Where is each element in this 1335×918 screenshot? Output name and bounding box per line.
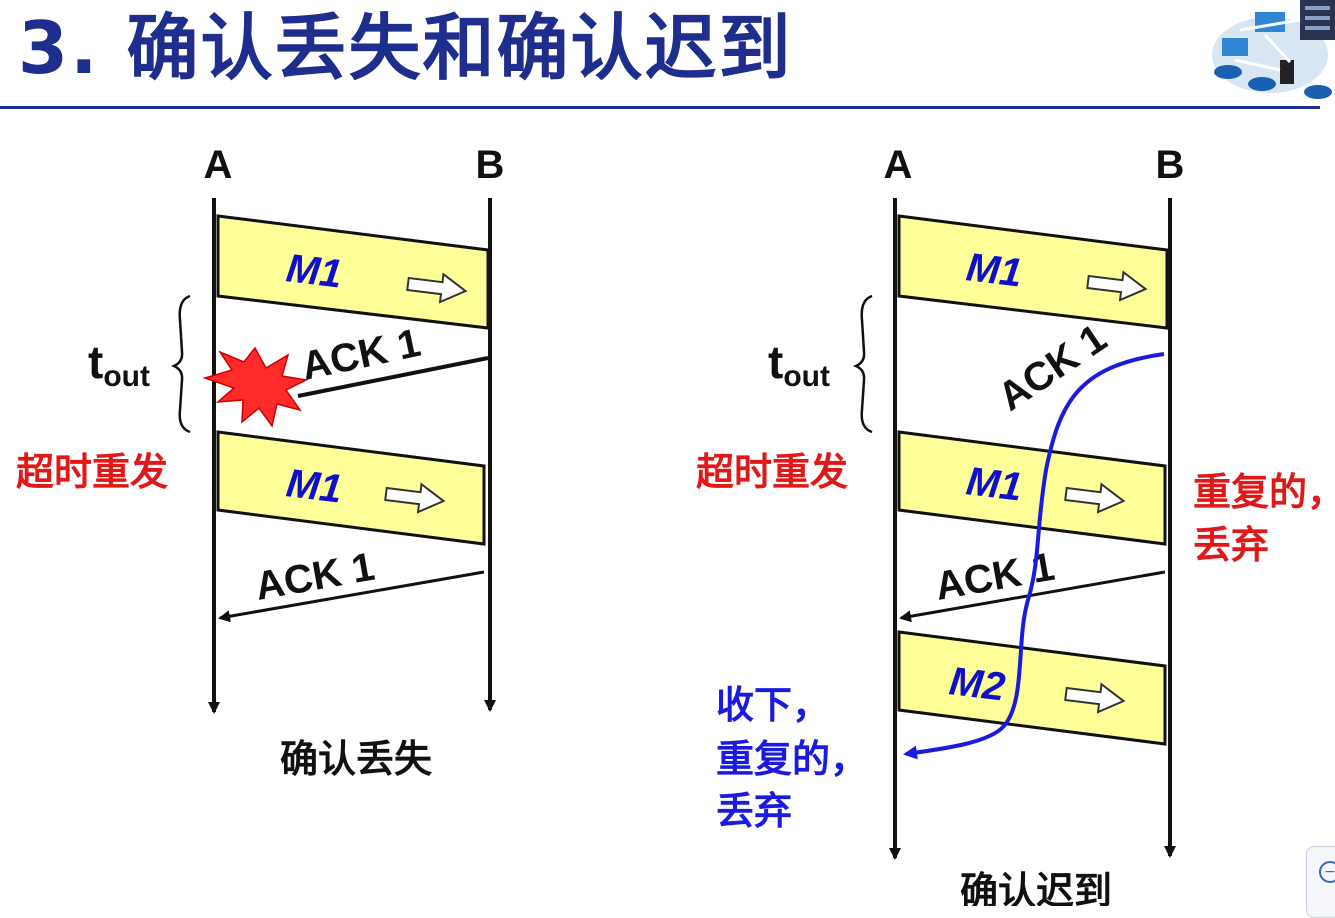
left-tout-label: tout	[88, 336, 150, 393]
zoom-button[interactable]: −	[1306, 846, 1335, 918]
right-tout-label: tout	[768, 336, 830, 393]
title-divider	[0, 106, 1320, 109]
right-packet-m1	[897, 214, 1169, 330]
right-retransmit-note: 超时重发	[696, 450, 848, 494]
zoom-icon: −	[1319, 861, 1335, 883]
right-ack-second-line	[899, 570, 1166, 623]
network-topology-icon	[1212, 0, 1335, 99]
right-timeout-brace	[852, 294, 873, 434]
right-duplicate-note-line1: 重复的，	[1193, 470, 1335, 514]
right-receive-note-line1: 收下，	[716, 683, 830, 727]
left-ack-lost-line	[297, 356, 489, 398]
right-diagram: A B M1 ACK 1 tout 超时重发 M1 重复的， 丢弃 ACK 1 …	[696, 143, 1335, 906]
right-delayed-ack-curve	[903, 352, 1165, 760]
right-packet-m2-label: M2	[947, 659, 1008, 709]
left-packet-m1	[216, 214, 490, 330]
left-timeout-brace	[170, 294, 191, 434]
right-receive-note-line2: 重复的，	[716, 737, 868, 781]
right-caption: 确认迟到	[960, 869, 1112, 906]
left-packet-m1-retransmit	[216, 430, 486, 546]
left-ack-lost-label: ACK 1	[298, 321, 425, 389]
left-packet-m1-label: M1	[284, 246, 345, 296]
right-node-b-label: B	[1156, 143, 1185, 187]
left-retransmit-note: 超时重发	[16, 450, 168, 494]
left-node-a-label: A	[204, 143, 233, 187]
right-packet-m1-label: M1	[964, 245, 1025, 295]
left-ack-delivered-label: ACK 1	[252, 545, 378, 609]
right-node-a-label: A	[884, 143, 913, 187]
left-caption: 确认丢失	[280, 737, 433, 781]
left-ack-delivered-line	[218, 570, 485, 623]
right-duplicate-note-line2: 丢弃	[1193, 523, 1269, 567]
slide-title: 3. 确认丢失和确认迟到	[18, 6, 793, 90]
right-packet-m1-retransmit	[897, 430, 1167, 546]
left-node-b-label: B	[476, 143, 505, 187]
right-ack-second-label: ACK 1	[932, 545, 1058, 609]
explosion-burst-icon	[202, 346, 309, 428]
right-receive-note-line3: 丢弃	[716, 789, 792, 833]
right-ack-delayed-label: ACK 1	[990, 316, 1114, 420]
right-packet-m1-retransmit-label: M1	[964, 459, 1025, 509]
left-diagram: A B M1 ACK 1 tout 超时重发 M1 ACK 1 确认丢失	[16, 143, 504, 781]
right-packet-m2	[897, 630, 1167, 746]
left-packet-m1-retransmit-label: M1	[284, 461, 345, 511]
